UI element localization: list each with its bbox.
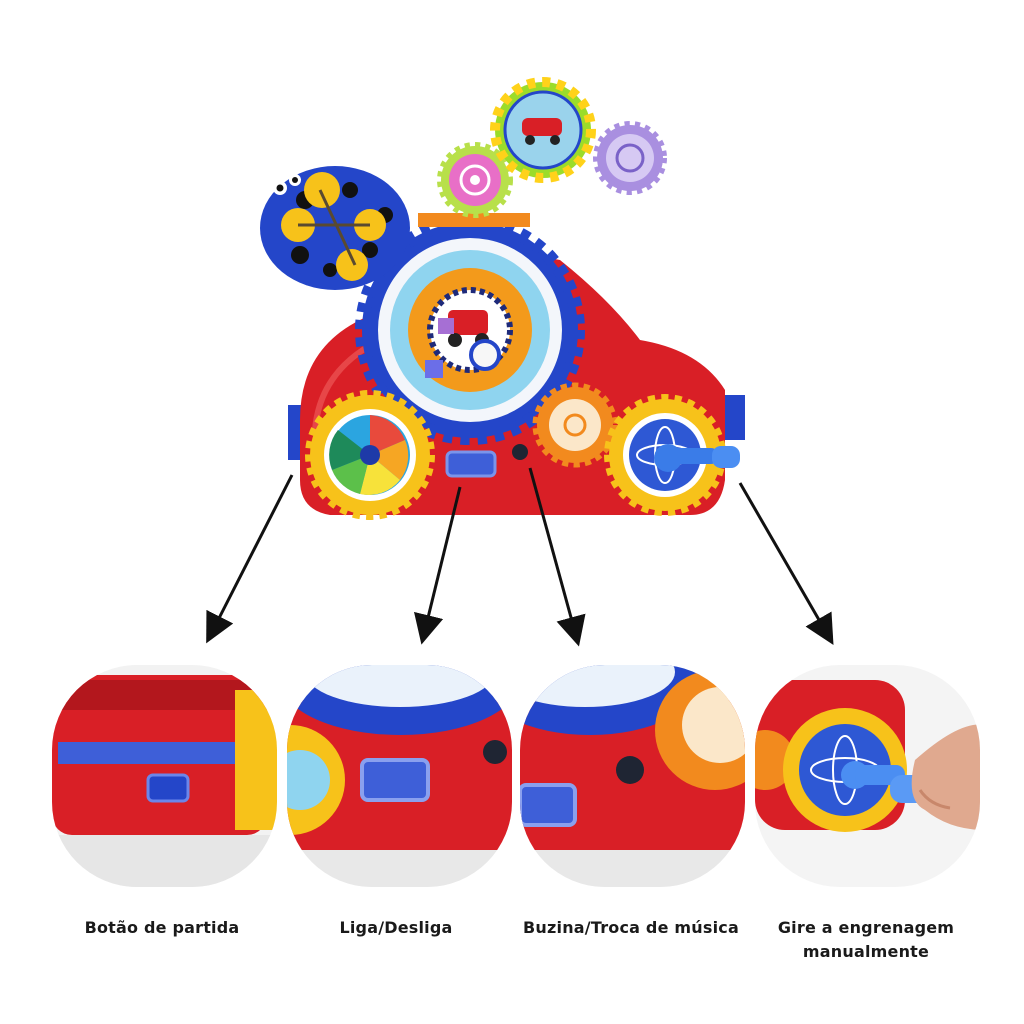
detail-start-button	[52, 665, 277, 887]
lavender-gear-icon	[593, 121, 667, 195]
arrow-down-icon	[413, 486, 462, 645]
arrow-down-icon	[738, 482, 834, 645]
horn-button	[512, 444, 528, 460]
detail-horn-button	[520, 665, 745, 887]
pointer-arrows	[206, 467, 834, 647]
power-switch	[445, 450, 497, 478]
ladybug-icon	[260, 166, 410, 290]
toy-car	[260, 77, 745, 520]
top-rack	[418, 213, 530, 227]
orange-gear-icon	[532, 382, 618, 468]
pink-gear-icon	[437, 142, 513, 218]
caption-start-button: Botão de partida	[84, 918, 240, 937]
arrow-down-icon	[206, 474, 294, 644]
car-icon	[448, 310, 488, 335]
rainbow-gear-icon	[305, 390, 435, 520]
detail-power-switch	[287, 665, 512, 887]
caption-horn-music: Buzina/Troca de música	[523, 918, 739, 937]
crank-handle-icon	[654, 444, 740, 472]
arrow-down-icon	[528, 467, 586, 647]
caption-manual-crank: Gire a engrenagem manualmente	[777, 918, 955, 961]
detail-crank	[755, 665, 980, 887]
caption-power-switch: Liga/Desliga	[339, 918, 453, 937]
car-gear-icon	[490, 77, 596, 183]
big-center-gear-icon	[355, 215, 585, 445]
